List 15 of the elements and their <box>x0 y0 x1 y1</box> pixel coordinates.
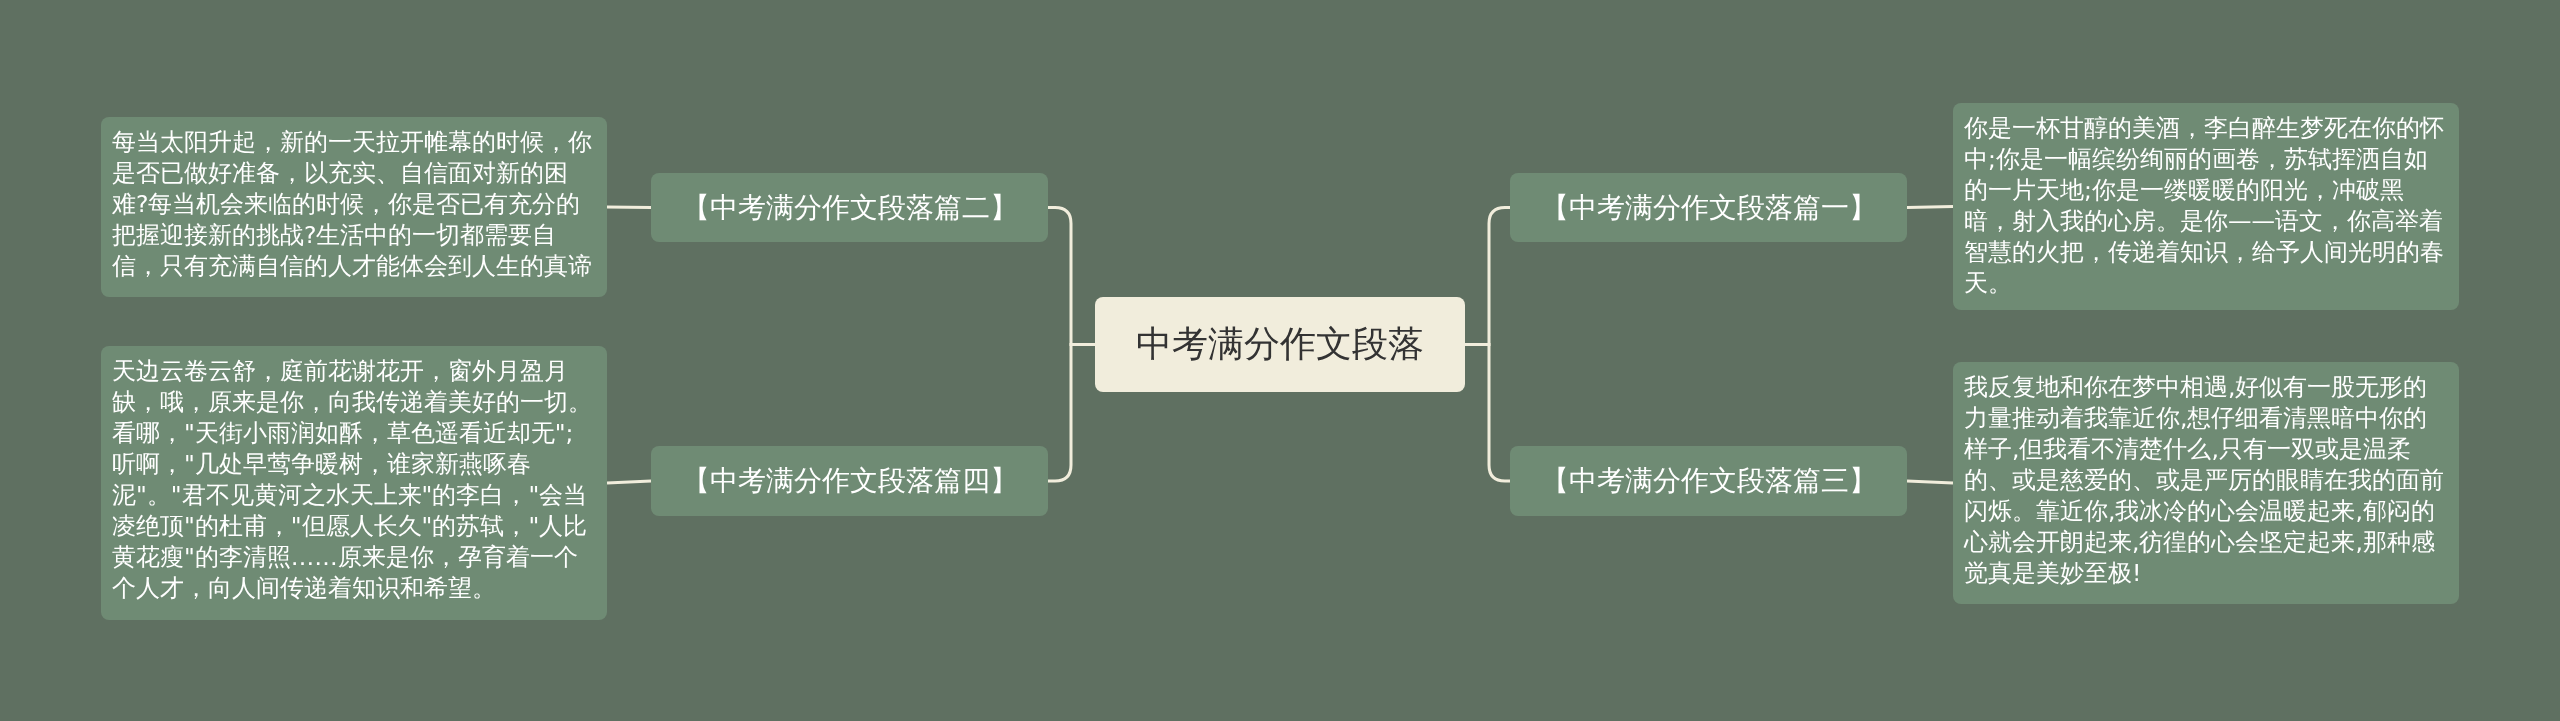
text-card: 每当太阳升起，新的一天拉开帷幕的时候，你是否已做好准备，以充实、自信面对新的困难?每当机会来临的时候，你是否已有充分的把握迎接新的挑战?生活中的一切都需要自信，只有充满自信的人才能体会到人生的真谛 <box>101 117 607 297</box>
topic-box: 【中考满分作文段落篇二】 <box>651 173 1048 242</box>
text-card: 我反复地和你在梦中相遇,好似有一股无形的力量推动着我靠近你,想仔细看清黑暗中你的样子,但我看不清楚什么,只有一双或是温柔的、或是慈爱的、或是严厉的眼睛在我的面前闪烁。靠近你,我冰冷的心会温暖起来,郁闷的心就会开朗起来,彷徨的心会坚定起来,那种感觉真是美妙至极! <box>1953 362 2459 604</box>
connector-line <box>607 205 651 209</box>
connector-line <box>606 479 652 485</box>
text-card: 你是一杯甘醇的美酒，李白醉生梦死在你的怀中;你是一幅缤纷绚丽的画卷，苏轼挥洒自如的一片天地;你是一缕暖暖的阳光，冲破黑暗，射入我的心房。是你——语文，你高举着智慧的火把，传递着知识，给予人间光明的春天。 <box>1953 103 2459 310</box>
connector-line <box>1906 479 1954 485</box>
connector-line <box>1465 343 1510 483</box>
topic-box: 【中考满分作文段落篇一】 <box>1510 173 1907 242</box>
central-topic-box: 中考满分作文段落 <box>1095 297 1465 392</box>
connector-line <box>1906 205 1954 209</box>
topic-box: 【中考满分作文段落篇三】 <box>1510 446 1907 516</box>
connector-line <box>1048 343 1095 483</box>
topic-box: 【中考满分作文段落篇四】 <box>651 446 1048 516</box>
text-card: 天边云卷云舒，庭前花谢花开，窗外月盈月缺，哦，原来是你，向我传递着美好的一切。看哪，"天街小雨润如酥，草色遥看近却无";听啊，"几处早莺争暖树，谁家新燕啄春泥"。"君不见黄河之水天上来"的李白，"会当凌绝顶"的杜甫，"但愿人长久"的苏轼，"人比黄花瘦"的李清照……原来是你，孕育着一个个人才，向人间传递着知识和希望。 <box>101 346 607 620</box>
